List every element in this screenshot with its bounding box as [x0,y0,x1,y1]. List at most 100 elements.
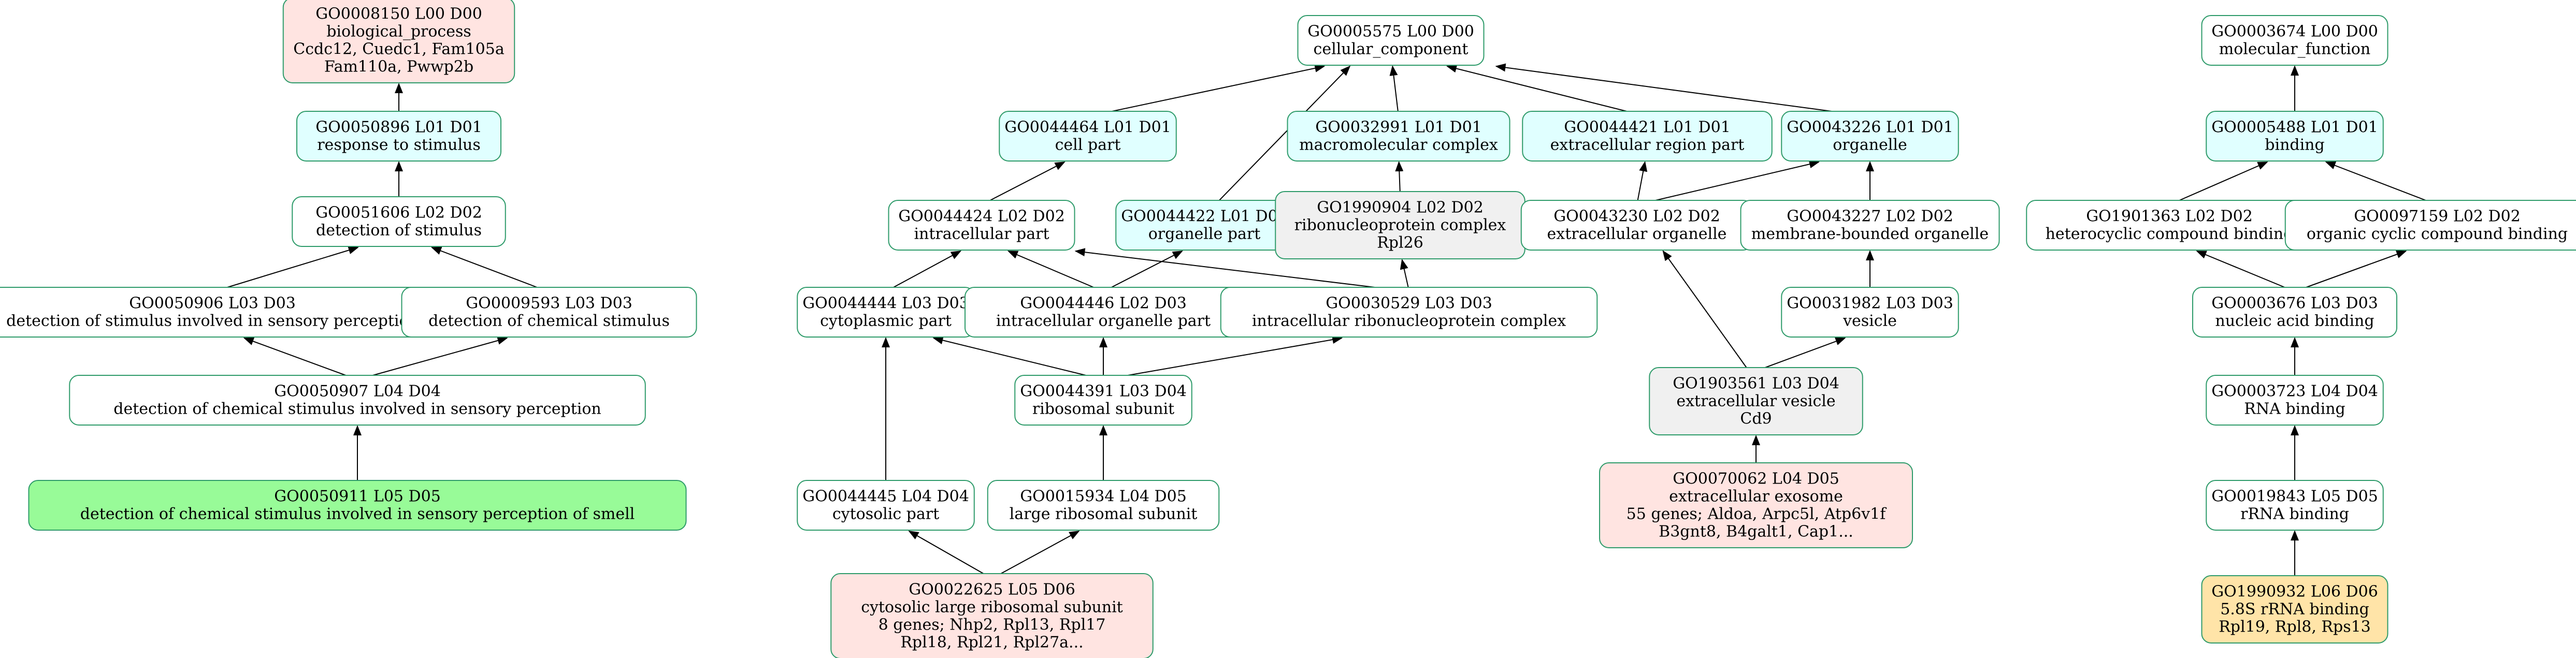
edge-arrow [1007,251,1094,288]
node-box [999,111,1177,162]
node-id-label: GO0044424 L02 D02 [898,208,1065,226]
node-id-label: GO0003676 L03 D03 [2211,295,2378,313]
node-id-label: GO0050896 L01 D01 [315,119,482,137]
node-box [1649,367,1863,435]
node-text-line: ribonucleoprotein complex [1294,216,1506,235]
node-box [2192,287,2397,338]
node-text-line: detection of chemical stimulus involved … [113,400,601,418]
node-box [2201,575,2388,644]
node-text-line: Fam110a, Pwwp2b [324,58,473,76]
node-id-label: GO0008150 L00 D00 [315,5,482,23]
node-box [282,0,515,83]
node-box [830,573,1154,658]
node-box [2284,200,2576,251]
edge-arrow [1662,250,1747,368]
node-text-line: extracellular region part [1550,136,1745,154]
node-text-line: organic cyclic compound binding [2307,225,2568,243]
node-box [1740,200,2000,251]
node-id-label: GO0031982 L03 D03 [1787,295,1953,313]
node-id-label: GO0044421 L01 D01 [1564,119,1731,137]
go-term-node: GO0008150 L00 D00biological_processCcdc1… [282,0,515,83]
node-text-line: Rpl19, Rpl8, Rps13 [2219,618,2371,636]
node-id-label: GO0097159 L02 D02 [2354,208,2521,226]
node-box [888,200,1075,251]
node-id-label: GO0044391 L03 D04 [1020,383,1187,401]
edge-arrow [2306,250,2407,288]
edge-arrow [1495,63,1832,112]
node-id-label: GO0044446 L02 D03 [1020,295,1187,313]
edge-arrow [1637,161,1648,201]
node-text-line: detection of chemical stimulus [428,312,670,330]
node-text-line: ribosomal subunit [1032,400,1174,418]
edge-arrow [1765,337,1846,368]
node-text-line: large ribosomal subunit [1010,505,1198,523]
node-id-label: GO0043226 L01 D01 [1787,119,1953,137]
node-id-label: GO0022625 L05 D06 [909,581,1075,599]
node-box [69,375,646,426]
edge-arrow [989,162,1066,201]
edge-arrow [1655,160,1820,201]
node-box [401,287,697,338]
node-text-line: Cd9 [1740,410,1772,428]
node-text-line: rRNA binding [2240,505,2349,523]
node-text-line: Ccdc12, Cuedc1, Fam105a [293,40,505,59]
node-box [1220,287,1598,338]
node-id-label: GO0044444 L03 D03 [802,295,969,313]
node-text-line: cytosolic large ribosomal subunit [861,598,1123,617]
node-text-line: Rpl18, Rpl21, Rpl27a... [900,634,1083,652]
node-box [1014,375,1192,426]
node-id-label: GO0050906 L03 D03 [129,295,296,313]
node-id-label: GO0005575 L00 D00 [1307,23,1474,41]
node-text-line: cytosolic part [832,505,939,523]
node-text-line: extracellular organelle [1547,225,1727,243]
node-text-line: vesicle [1843,312,1897,330]
node-id-label: GO0005488 L01 D01 [2211,119,2378,137]
node-box [1599,462,1913,548]
node-text-line: detection of chemical stimulus involved … [80,505,635,523]
node-id-label: GO1990932 L06 D06 [2211,583,2378,601]
node-id-label: GO0009593 L03 D03 [466,295,632,313]
node-text-line: extracellular exosome [1669,488,1843,506]
node-id-label: GO1903561 L03 D04 [1673,375,1839,393]
node-text-line: cell part [1055,136,1121,154]
edge-arrow [1074,248,1375,288]
node-id-label: GO0050911 L05 D05 [274,488,441,506]
edges-layer [227,63,2426,576]
node-text-line: 5.8S rRNA binding [2220,601,2369,619]
node-text-line: molecular_function [2219,40,2370,59]
node-text-line: heterocyclic compound binding [2046,225,2294,243]
node-id-label: GO0030529 L03 D03 [1326,295,1492,313]
node-box [1287,111,1510,162]
node-box [1297,15,1485,66]
edge-arrow [1446,64,1627,112]
node-text-line: RNA binding [2244,400,2345,418]
edge-arrow [908,531,984,574]
node-box [2206,375,2384,426]
node-text-line: cellular_component [1314,40,1469,59]
node-id-label: GO0003674 L00 D00 [2211,23,2378,41]
node-box [1522,111,1773,162]
node-text-line: biological_process [326,23,471,41]
node-id-label: GO0050907 L04 D04 [274,383,441,401]
node-text-line: response to stimulus [317,136,481,154]
